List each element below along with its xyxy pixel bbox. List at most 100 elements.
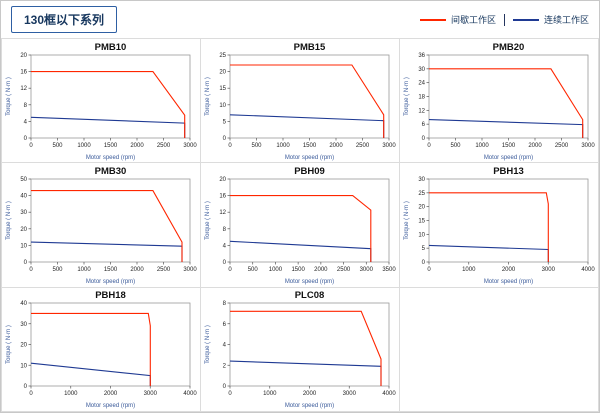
continuous-line-swatch: [512, 18, 539, 21]
x-tick-label: 2500: [337, 267, 351, 273]
x-tick-label: 3000: [183, 267, 197, 273]
x-tick-label: 1000: [269, 267, 283, 273]
y-tick-label: 18: [418, 94, 425, 100]
y-tick-label: 30: [20, 322, 27, 328]
x-tick-label: 1500: [291, 267, 305, 273]
y-axis-label: Torque ( N·m ): [205, 77, 211, 116]
x-tick-label: 1000: [77, 267, 91, 273]
y-tick-label: 0: [24, 136, 28, 142]
x-tick-label: 3000: [382, 143, 396, 149]
intermittent-line: [31, 190, 183, 262]
x-tick-label: 0: [427, 267, 431, 273]
y-tick-label: 12: [219, 210, 226, 216]
y-tick-label: 15: [219, 86, 226, 92]
y-tick-label: 8: [223, 227, 227, 233]
legend-label-intermittent: 间歇工作区: [450, 15, 496, 25]
intermittent-line-swatch: [419, 18, 446, 21]
y-tick-label: 8: [223, 301, 227, 307]
chart-title: PLC08: [295, 290, 325, 301]
intermittent-line: [31, 70, 186, 138]
x-tick-label: 3000: [144, 391, 158, 397]
x-axis-label: Motor speed (rpm): [484, 155, 533, 161]
y-tick-label: 20: [20, 343, 27, 349]
x-tick-label: 2000: [130, 143, 144, 149]
y-tick-label: 30: [20, 210, 27, 216]
y-tick-label: 4: [223, 243, 227, 249]
x-axis-label: Motor speed (rpm): [86, 155, 135, 161]
plot-frame: [30, 54, 191, 139]
x-tick-label: 0: [427, 143, 431, 149]
empty-cell: [400, 287, 599, 412]
plot-frame: [229, 54, 390, 139]
x-tick-label: 2000: [104, 391, 118, 397]
plot-frame: [428, 178, 589, 263]
x-tick-label: 0: [228, 267, 232, 273]
chart-title: PMB30: [95, 166, 127, 177]
y-tick-label: 0: [24, 260, 28, 266]
continuous-line: [30, 116, 186, 138]
y-tick-label: 10: [20, 364, 27, 370]
y-tick-label: 20: [20, 53, 27, 59]
chart-title: PBH18: [95, 290, 126, 301]
continuous-line: [229, 113, 385, 138]
y-tick-label: 8: [24, 102, 28, 108]
x-tick-label: 3500: [382, 267, 396, 273]
x-tick-label: 2500: [555, 143, 569, 149]
x-tick-label: 4000: [382, 391, 396, 397]
y-tick-label: 30: [418, 66, 425, 72]
x-axis-label: Motor speed (rpm): [86, 279, 135, 285]
x-tick-label: 0: [29, 143, 33, 149]
continuous-line: [229, 240, 372, 262]
legend-divider: [503, 13, 505, 26]
x-tick-label: 2000: [502, 267, 516, 273]
legend-item-continuous: 连续工作区: [512, 13, 589, 26]
chart-title: PMB15: [294, 42, 326, 53]
x-axis-label: Motor speed (rpm): [484, 279, 533, 285]
chart-title: PBH09: [294, 166, 325, 177]
y-tick-label: 25: [219, 53, 226, 59]
x-tick-label: 0: [29, 391, 33, 397]
x-tick-label: 2000: [314, 267, 328, 273]
intermittent-line: [31, 313, 151, 387]
y-axis-label: Torque ( N·m ): [6, 325, 12, 364]
y-tick-label: 12: [20, 86, 27, 92]
y-tick-label: 16: [219, 194, 226, 200]
continuous-line: [229, 360, 382, 387]
y-axis-label: Torque ( N·m ): [404, 201, 410, 240]
continuous-line: [30, 362, 151, 387]
y-axis-label: Torque ( N·m ): [205, 325, 211, 364]
chart-title: PMB20: [493, 42, 525, 53]
x-tick-label: 0: [228, 143, 232, 149]
intermittent-line: [429, 192, 549, 262]
intermittent-line: [230, 195, 372, 262]
y-tick-label: 24: [418, 80, 425, 86]
x-tick-label: 1000: [475, 143, 489, 149]
x-tick-label: 500: [450, 143, 461, 149]
y-tick-label: 10: [219, 102, 226, 108]
y-tick-label: 12: [418, 108, 425, 114]
y-tick-label: 30: [418, 177, 425, 183]
legend: 间歇工作区 连续工作区: [419, 13, 589, 26]
chart-title: PBH13: [493, 166, 524, 177]
y-tick-label: 16: [20, 69, 27, 75]
x-tick-label: 500: [52, 143, 63, 149]
x-tick-label: 3000: [360, 267, 374, 273]
intermittent-line: [429, 67, 584, 138]
y-tick-label: 0: [24, 384, 28, 390]
y-tick-label: 40: [20, 194, 27, 200]
x-tick-label: 1000: [64, 391, 78, 397]
y-tick-label: 6: [223, 322, 227, 328]
legend-label-continuous: 连续工作区: [543, 15, 589, 25]
